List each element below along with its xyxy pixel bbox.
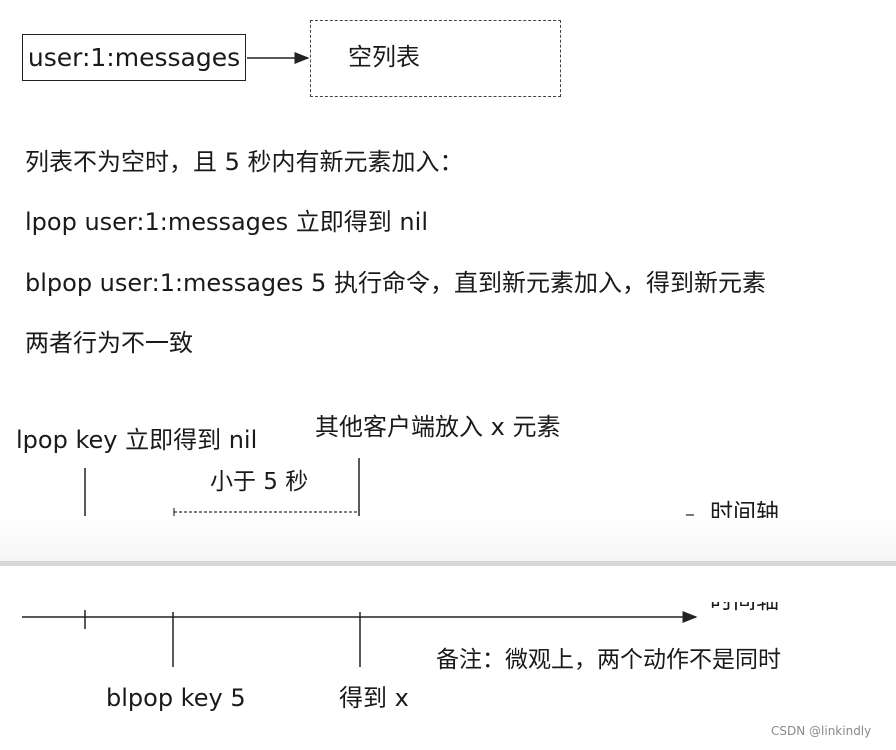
got-x-label: 得到 x: [339, 684, 409, 712]
note-line-2: lpop user:1:messages 立即得到 nil: [25, 208, 428, 236]
lpop-label: lpop key 立即得到 nil: [16, 426, 258, 454]
note-line-1: 列表不为空时，且 5 秒内有新元素加入：: [25, 148, 464, 176]
remark-label: 备注：微观上，两个动作不是同时: [436, 647, 781, 673]
note-line-4: 两者行为不一致: [25, 329, 193, 357]
page-break-shadow: [0, 518, 896, 561]
empty-list-label: 空列表: [348, 43, 420, 71]
axis-label-lower: 时间轴: [710, 602, 779, 613]
watermark: CSDN @linkindly: [771, 724, 872, 738]
note-line-3: blpop user:1:messages 5 执行命令，直到新元素加入，得到新…: [25, 269, 766, 297]
axis-label-lower-clip: 时间轴: [710, 602, 800, 620]
blpop-label: blpop key 5: [106, 684, 246, 712]
interval-label: 小于 5 秒: [210, 469, 309, 495]
axis-label-upper: 时间轴: [710, 500, 779, 519]
empty-list-box: [310, 20, 561, 97]
key-box: user:1:messages: [22, 34, 246, 81]
axis-label-upper-clip: 时间轴: [710, 498, 800, 519]
key-label: user:1:messages: [27, 43, 241, 72]
other-client-label: 其他客户端放入 x 元素: [315, 413, 561, 441]
page-break-separator: [0, 561, 896, 566]
